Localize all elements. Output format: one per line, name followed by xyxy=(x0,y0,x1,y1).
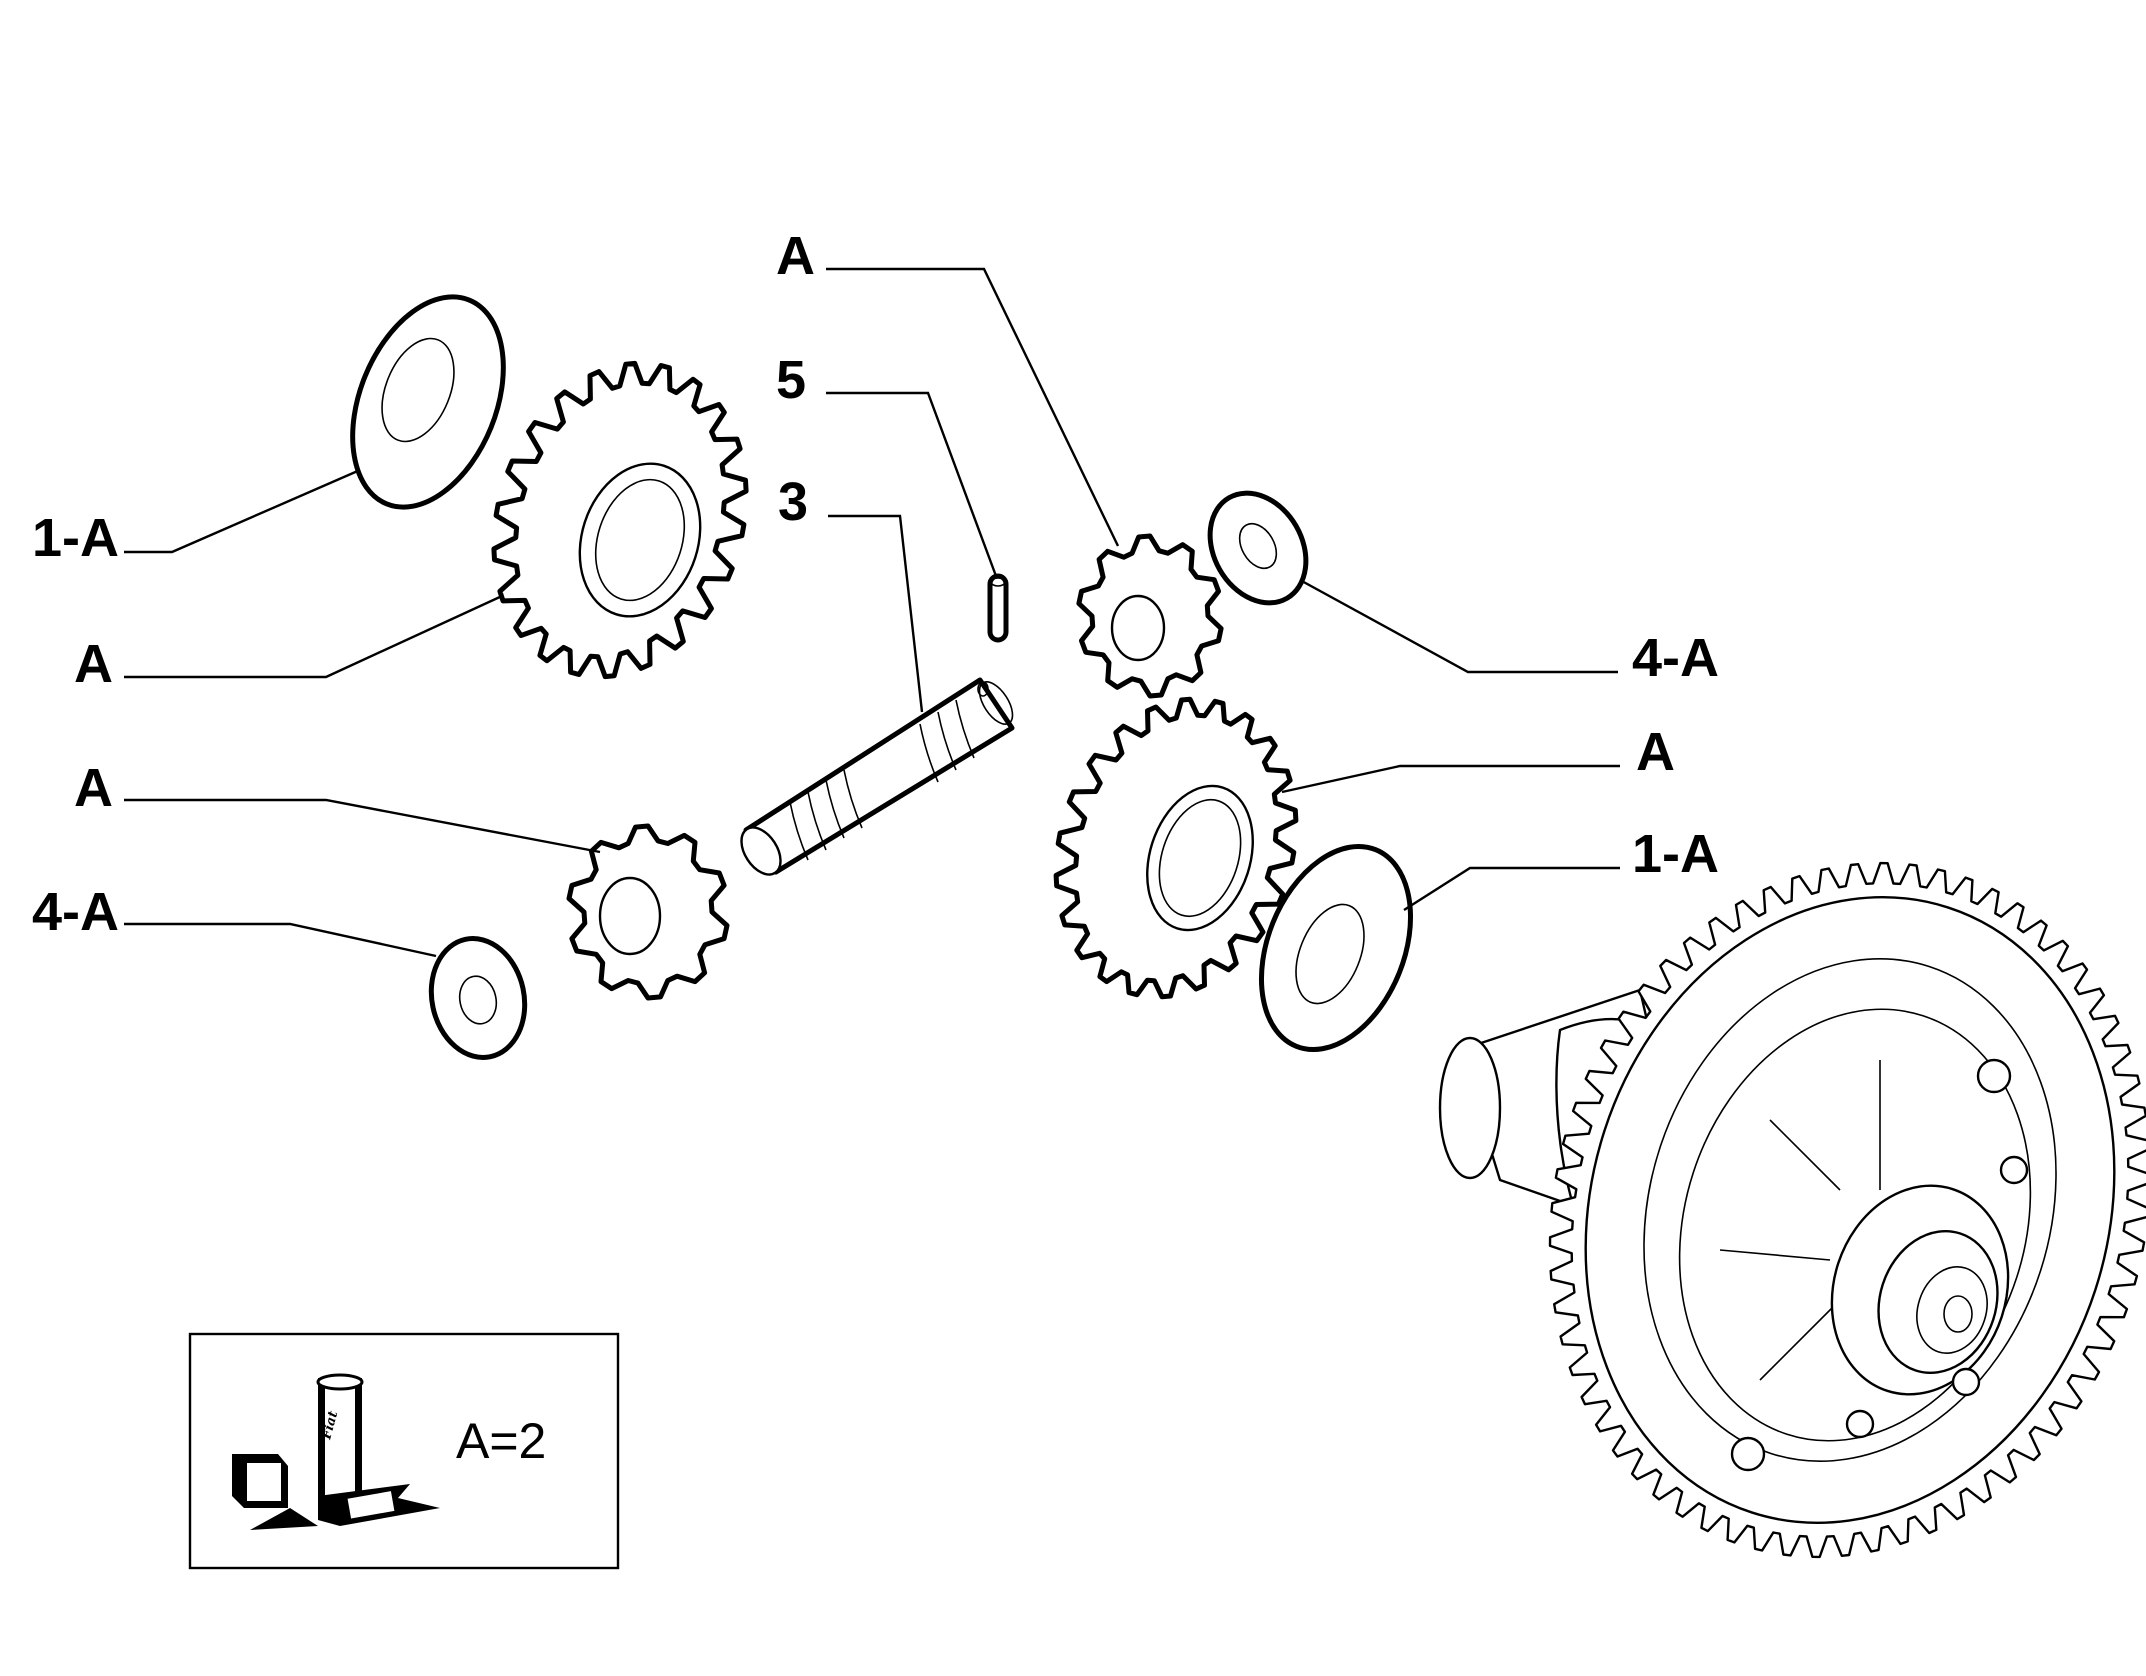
callout-shaft: 3 xyxy=(778,472,808,532)
kit-logo-text: Fiat xyxy=(319,1410,341,1442)
differential-housing-assembly xyxy=(1438,861,2146,1559)
pinion-gear-left xyxy=(566,823,730,1001)
callout-pinion-top: A xyxy=(776,226,815,286)
differential-shaft xyxy=(740,677,1015,876)
leader-lines xyxy=(124,267,1620,958)
thrust-washer-right xyxy=(1258,843,1414,1053)
fiat-parts-kit-icon: Fiat xyxy=(232,1373,440,1530)
callout-washer-right: 1-A xyxy=(1632,824,1719,884)
callout-labels: 1-A A A 4-A 5 3 A 4-A A 1-A xyxy=(32,226,1719,942)
callout-gear-top-left: A xyxy=(74,634,113,694)
side-gear-left xyxy=(491,360,749,680)
roll-pin xyxy=(987,573,1009,643)
thrust-washer-left xyxy=(350,294,506,510)
callout-gear-right: A xyxy=(1636,722,1675,782)
pinion-gear-top xyxy=(1076,533,1224,699)
callout-washer-top-left: 1-A xyxy=(32,508,119,568)
callout-washer-right-small: 4-A xyxy=(1632,628,1719,688)
kit-quantity-label: A=2 xyxy=(456,1413,546,1469)
callout-pinion-left: A xyxy=(74,758,113,818)
small-washer-left xyxy=(428,936,528,1060)
callout-washer-left-small: 4-A xyxy=(32,882,119,942)
kit-quantity-box: Fiat A=2 xyxy=(188,1332,620,1570)
callout-pin: 5 xyxy=(776,350,806,410)
side-gear-right xyxy=(1053,696,1299,1000)
small-washer-right xyxy=(1207,490,1309,606)
